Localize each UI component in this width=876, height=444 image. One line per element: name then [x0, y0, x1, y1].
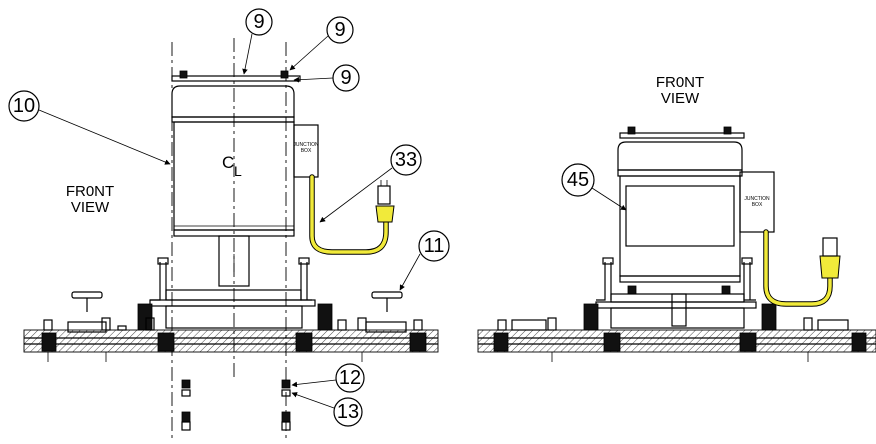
fasteners-below: [181, 379, 291, 431]
junction-box-label-2: BOX: [301, 148, 312, 154]
callout-33-label: 33: [395, 149, 417, 171]
junction-box-right-label-2: BOX: [752, 202, 763, 208]
power-cable-right: [763, 229, 841, 307]
base-bolts-left: [43, 317, 423, 362]
centerline-marker-sub: L: [234, 163, 242, 179]
motor-cap-band: [171, 116, 295, 123]
callout-9-upper-right-label: 9: [334, 19, 345, 41]
centerline-marker: C: [222, 153, 234, 172]
leveling-foot-left: [67, 291, 107, 333]
left-front-view: JUNCTION BOX C L: [23, 38, 439, 440]
junction-box-left: JUNCTION BOX: [293, 124, 319, 178]
front-view-label-right-2: VIEW: [661, 90, 700, 107]
callout-9-upper-right: 9: [289, 16, 354, 71]
callout-13: 13: [291, 392, 363, 427]
power-cable-left: [309, 174, 395, 255]
front-view-label-left-2: VIEW: [71, 199, 110, 216]
callout-13-label: 13: [337, 401, 359, 423]
callout-33: 33: [319, 144, 422, 223]
callout-45-label: 45: [567, 169, 589, 191]
callout-9-right-label: 9: [340, 67, 351, 89]
front-view-label-right: FR0NT: [656, 74, 704, 91]
callout-9-top: 9: [242, 8, 273, 75]
callout-10: 10: [8, 90, 171, 165]
top-crossbar: [171, 70, 301, 82]
callout-11-label: 11: [424, 235, 445, 257]
junction-box-right-label-1: JUNCTION: [744, 196, 770, 202]
callout-12: 12: [291, 363, 365, 393]
motor-nameplate: [625, 185, 735, 247]
right-front-view: FR0NT VIEW JUNCTION BOX: [477, 74, 876, 362]
callout-9-top-label: 9: [253, 11, 264, 33]
junction-box-label-1: JUNCTION: [293, 142, 319, 148]
motor-cap: [171, 85, 295, 118]
motor-cap-right: [617, 141, 743, 171]
front-view-label-left: FR0NT: [66, 183, 114, 200]
cable-plug-left: [375, 205, 395, 223]
base-rail-left: [23, 303, 439, 353]
callout-12-label: 12: [339, 367, 361, 389]
callout-9-right: 9: [293, 64, 360, 92]
callout-10-label: 10: [13, 95, 35, 117]
junction-box-right: JUNCTION BOX: [739, 171, 775, 233]
callout-11: 11: [399, 230, 450, 291]
motor-body-right: [619, 175, 741, 277]
callout-45: 45: [561, 163, 627, 211]
cable-plug-right: [819, 255, 841, 279]
leveling-foot-right: [365, 291, 407, 333]
motor-shaft: [218, 235, 250, 287]
mount-frame-left: [149, 257, 316, 329]
